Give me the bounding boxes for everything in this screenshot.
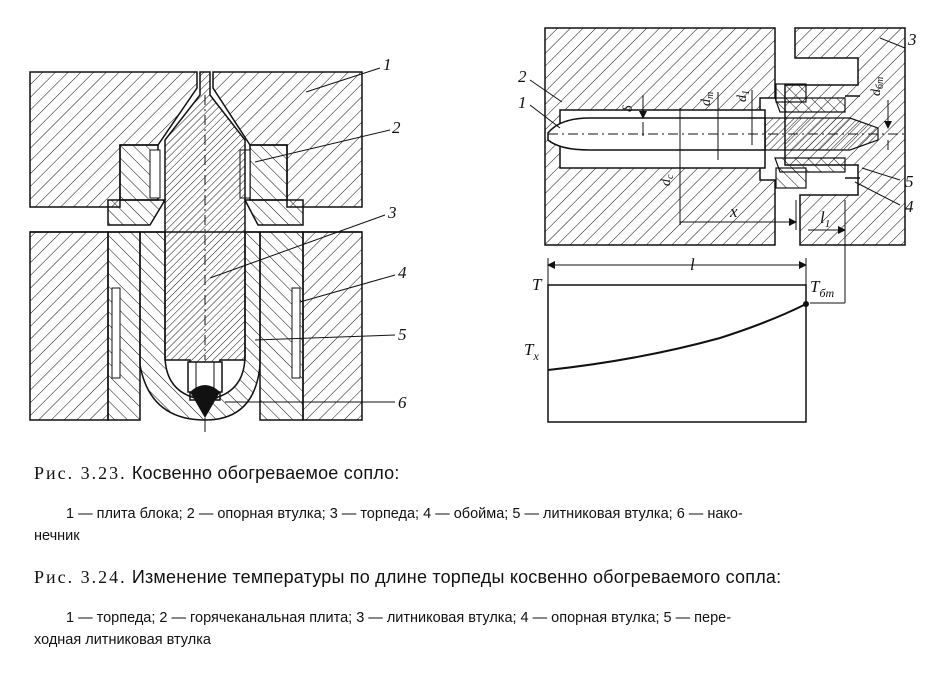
part-label: 6 (398, 393, 407, 412)
caption-title: Рис. 3.24. Изменение температуры по длин… (34, 567, 781, 588)
nozzle-tip (187, 361, 223, 432)
caption-line: 1 — плита блока; 2 — опорная втулка; 3 —… (66, 506, 743, 522)
caption-line: нечник (34, 528, 80, 544)
graph-Tbt-label: T (810, 277, 821, 296)
graph-T-label: T (532, 275, 543, 294)
dim-d1: d (735, 94, 750, 102)
dim-dc-sub: c (665, 174, 676, 179)
part-label: 2 (518, 67, 527, 86)
figure-number: Рис. 3.24. (34, 567, 127, 587)
svg-text:Tx: Tx (524, 340, 539, 363)
figure-title: Косвенно обогреваемое сопло: (131, 463, 400, 483)
dimension-labels: δ dт d1 dбт dc x l1 (621, 77, 886, 230)
svg-text:dc: dc (659, 174, 676, 186)
part-label: 1 (518, 93, 527, 112)
temperature-graph: l T Tx Tбт (524, 255, 835, 423)
dim-dt: d (699, 98, 714, 106)
block-plate (29, 71, 363, 208)
support-bushing (107, 144, 304, 226)
fig324-part-labels: 1 2 3 4 5 (518, 30, 917, 216)
dim-x: x (729, 202, 738, 221)
graph-l-label: l (690, 255, 695, 274)
dim-dbt-sub: бт (875, 77, 886, 89)
sprue-bushing (139, 231, 261, 421)
dim-d1-sub: 1 (741, 90, 752, 95)
part-label: 4 (905, 197, 914, 216)
svg-text:dбт: dбт (869, 77, 886, 96)
figure-title: Изменение температуры по длине торпеды к… (131, 567, 782, 587)
dim-l1: l (820, 208, 825, 227)
graph-Tx-sub: x (532, 349, 539, 363)
part-label: 4 (398, 263, 407, 282)
temperature-curve (547, 303, 807, 371)
holder (29, 231, 363, 421)
fig323-part-labels: 1 2 3 4 5 6 (383, 55, 407, 412)
dim-dbt: d (869, 88, 884, 96)
part-label: 3 (387, 203, 397, 222)
figure-3-23: 1 2 3 4 5 6 (29, 55, 407, 432)
dim-dt-sub: т (705, 92, 716, 99)
svg-text:l1: l1 (820, 208, 830, 230)
caption-line: 1 — торпеда; 2 — горячеканальная плита; … (66, 610, 732, 626)
dim-l1-sub: 1 (825, 218, 831, 230)
dim-dc: d (659, 178, 674, 186)
graph-Tx-label: T (524, 340, 535, 359)
part-label: 5 (398, 325, 407, 344)
figure-number: Рис. 3.23. (34, 463, 127, 483)
graph-Tbt-sub: бт (819, 286, 834, 300)
caption-line: ходная литниковая втулка (34, 632, 211, 648)
part-label: 2 (392, 118, 401, 137)
caption-title: Рис. 3.23. Косвенно обогреваемое сопло: (34, 463, 400, 484)
figures-area: 1 2 3 4 5 6 (29, 27, 917, 432)
part-label: 1 (383, 55, 392, 74)
part-label: 5 (905, 172, 914, 191)
svg-text:Tбт: Tбт (810, 277, 835, 300)
figure-3-24: 1 2 3 4 5 δ dт d1 dбт dc x l1 l T (518, 27, 917, 423)
part-label: 3 (907, 30, 917, 49)
dim-delta: δ (621, 105, 636, 112)
svg-text:d1: d1 (735, 90, 752, 102)
svg-text:dт: dт (699, 92, 716, 106)
